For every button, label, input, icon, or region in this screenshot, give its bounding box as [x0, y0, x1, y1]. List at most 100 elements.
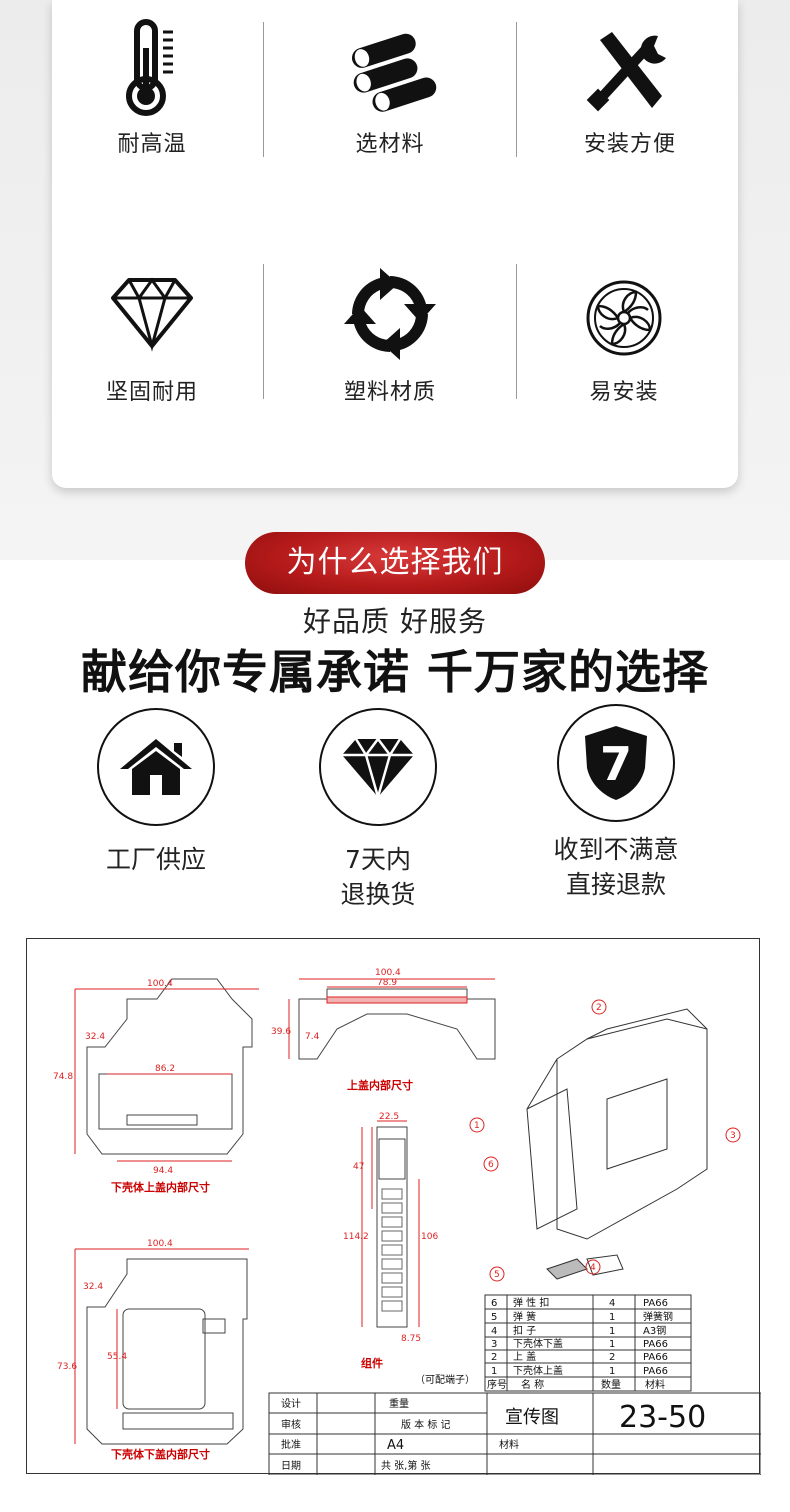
- bom-cell-qty: 2: [609, 1352, 615, 1363]
- feature-easy-assembly: 易安装: [524, 278, 724, 406]
- tb-sheet: 共 张,第 张: [381, 1459, 431, 1472]
- bom-cell-mat: PA66: [643, 1298, 668, 1309]
- bom-cell-qty: 1: [609, 1312, 615, 1323]
- callouts: 1 2 3 4 5 6: [469, 999, 741, 1282]
- tb-approve: 批准: [281, 1438, 301, 1451]
- bom-cell-qty: 4: [609, 1298, 615, 1309]
- caption: 下壳体上盖内部尺寸: [111, 1180, 210, 1194]
- isometric-exploded-view: [526, 1008, 708, 1280]
- callout-label: 1: [474, 1121, 480, 1131]
- bom-cell-qty: 1: [609, 1339, 615, 1350]
- dim-label: 22.5: [379, 1112, 399, 1122]
- caption: 下壳体下盖内部尺寸: [111, 1447, 210, 1461]
- feature-label: 安装方便: [583, 132, 676, 157]
- tb-drawing-name: 宣传图: [505, 1407, 559, 1428]
- divider: [516, 22, 517, 157]
- side-assembly-view: [361, 1120, 420, 1328]
- tools-icon: [586, 32, 666, 112]
- dim-label: 55.4: [107, 1352, 127, 1362]
- lid-view: [288, 978, 496, 1060]
- title-block: 设计 重量 审核 版 本 标 记 批准 A4 材料 日期 共 张,第 张 宣传图…: [268, 1392, 762, 1476]
- divider: [263, 264, 264, 399]
- recycle-arrows-icon: [344, 268, 436, 360]
- tb-version: 版 本 标 记: [401, 1418, 451, 1431]
- bom-cell-name: 扣 子: [513, 1324, 536, 1337]
- subtitle: 好品质 好服务: [303, 605, 487, 638]
- service-circle: 7: [557, 704, 675, 822]
- bom-cell-mat: PA66: [643, 1339, 668, 1350]
- bom-header-mat: 材料: [645, 1378, 665, 1391]
- bom-header-qty: 数量: [601, 1378, 621, 1391]
- dim-label: 73.6: [57, 1362, 77, 1372]
- diamond-solid-icon: [342, 736, 414, 799]
- dim-label: 74.8: [53, 1072, 73, 1082]
- caption: 组件: [361, 1356, 383, 1370]
- bom-header-name: 名 称: [521, 1378, 544, 1391]
- service-circle: [97, 708, 215, 826]
- bom-cell-qty: 1: [609, 1326, 615, 1337]
- callout-label: 2: [596, 1003, 602, 1013]
- callout-label: 5: [494, 1270, 500, 1280]
- dim-label: 100.4: [147, 1239, 173, 1249]
- bom-cell-name: 弹 簧: [513, 1310, 536, 1323]
- tb-design: 设计: [281, 1397, 301, 1410]
- tb-material: 材料: [499, 1438, 519, 1451]
- feature-card: 耐高温 选材料 安装方便 坚固耐用: [52, 0, 738, 488]
- dim-label: 7.4: [305, 1032, 320, 1042]
- dim-label: 47: [353, 1162, 364, 1172]
- material-rolls-icon: [351, 33, 437, 112]
- caption-terminal: （可配端子）: [415, 1373, 475, 1386]
- dim-label: 114.2: [343, 1232, 369, 1242]
- feature-easy-install: 安装方便: [530, 18, 730, 158]
- service-label-line1: 7天内: [345, 845, 411, 874]
- bom-cell-mat: PA66: [643, 1366, 668, 1377]
- bom-cell-name: 弹 性 扣: [513, 1296, 549, 1309]
- callout-label: 6: [488, 1160, 494, 1170]
- service-label-line2: 退换货: [340, 880, 416, 909]
- dim-label: 32.4: [85, 1032, 105, 1042]
- bom-header-no: 序号: [487, 1378, 507, 1391]
- service-refund: 7 收到不满意直接退款: [516, 704, 716, 902]
- house-icon: [120, 739, 192, 795]
- fan-icon: [586, 280, 662, 356]
- caption: 上盖内部尺寸: [347, 1078, 413, 1092]
- dim-label: 94.4: [153, 1166, 173, 1176]
- shield-seven-icon: 7: [585, 726, 647, 800]
- dim-label: 106: [421, 1232, 438, 1242]
- caption-labels: 下壳体上盖内部尺寸 上盖内部尺寸 组件 下壳体下盖内部尺寸: [111, 1078, 413, 1461]
- dim-label: 86.2: [155, 1064, 175, 1074]
- technical-drawing: 100.4 86.2 94.4 74.8 32.4 100.4 78.9 39.…: [26, 938, 762, 1476]
- feature-plastic-material: 塑料材质: [290, 266, 490, 406]
- service-label: 收到不满意直接退款: [516, 832, 716, 902]
- thermometer-icon: [126, 19, 173, 116]
- upper-shell-view: [74, 978, 259, 1162]
- divider: [263, 22, 264, 157]
- drawing-canvas: 100.4 86.2 94.4 74.8 32.4 100.4 78.9 39.…: [53, 968, 762, 1476]
- tb-drawing-no: 23-50: [619, 1400, 706, 1435]
- service-factory-supply: 工厂供应: [56, 708, 256, 877]
- bom-cell-mat: PA66: [643, 1352, 668, 1363]
- feature-heat-resistant: 耐高温: [52, 18, 252, 158]
- dimension-labels: 100.4 86.2 94.4 74.8 32.4 100.4 78.9 39.…: [53, 968, 438, 1372]
- dim-label: 32.4: [83, 1282, 103, 1292]
- dim-label: 100.4: [375, 968, 401, 978]
- bom-cell-no: 6: [491, 1298, 497, 1309]
- tb-review: 审核: [281, 1418, 301, 1431]
- divider: [516, 264, 517, 399]
- bom-cell-mat: 弹簧钢: [643, 1310, 673, 1323]
- tb-weight: 重量: [389, 1397, 409, 1410]
- bom-cell-no: 3: [491, 1339, 497, 1350]
- service-circle: [319, 708, 437, 826]
- feature-label: 选材料: [355, 132, 425, 157]
- callout-label: 4: [590, 1263, 596, 1273]
- service-label: 7天内退换货: [278, 842, 478, 912]
- lower-shell-view: [74, 1248, 249, 1445]
- bom-cell-name: 下壳体下盖: [513, 1337, 563, 1350]
- service-label-line2: 直接退款: [565, 870, 666, 899]
- feature-material-selection: 选材料: [290, 18, 490, 158]
- feature-label: 坚固耐用: [105, 380, 198, 405]
- why-choose-us-banner: 为什么选择我们: [245, 532, 545, 594]
- service-label-line1: 收到不满意: [553, 835, 679, 864]
- callout-label: 3: [730, 1131, 736, 1141]
